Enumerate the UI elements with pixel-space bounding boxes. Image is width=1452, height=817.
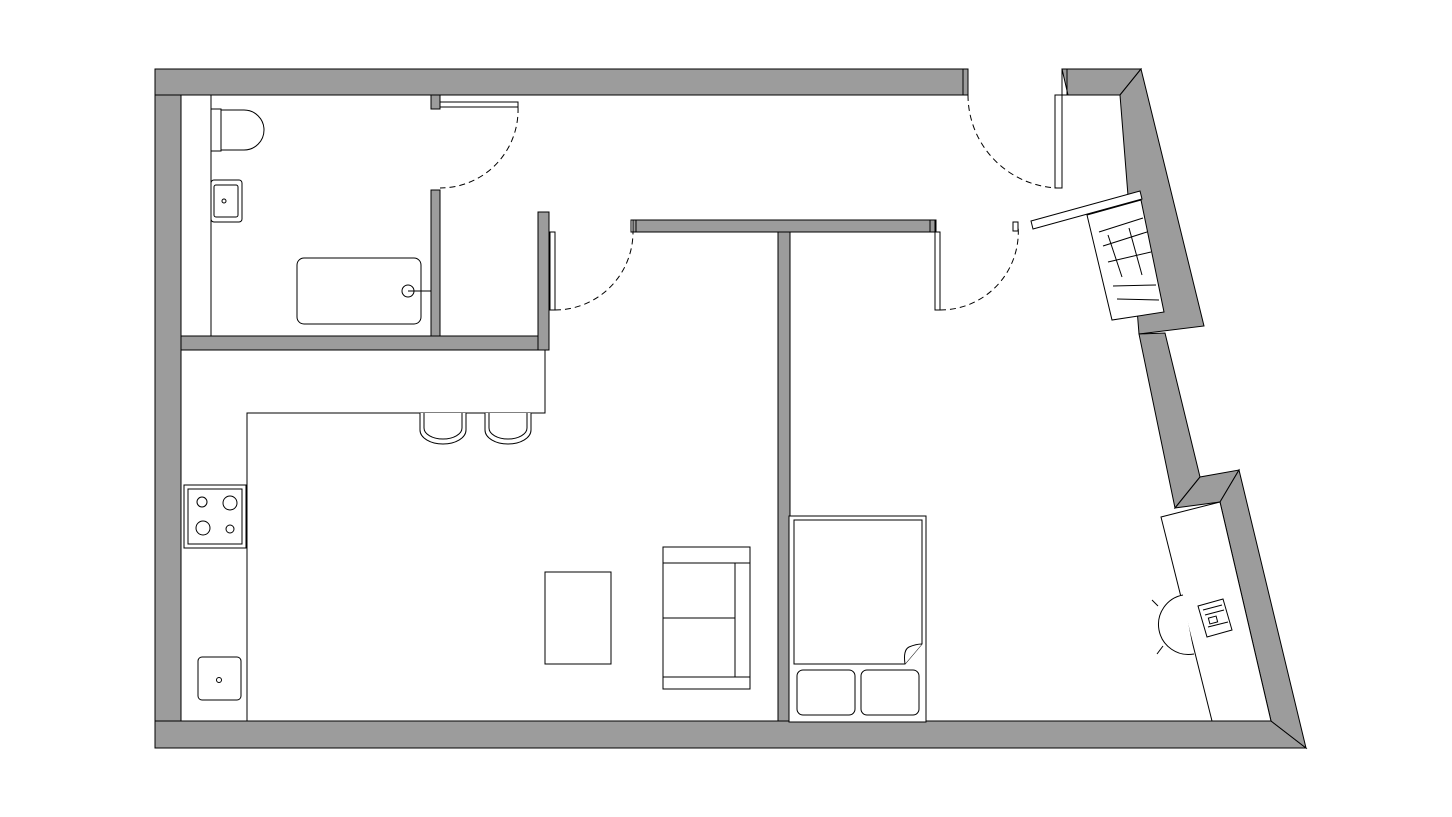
kitchen-counter	[181, 349, 546, 721]
door-swing	[439, 106, 519, 189]
hanger	[1102, 231, 1148, 247]
doors	[439, 94, 1063, 311]
burner	[196, 496, 208, 508]
door-swing	[939, 224, 1019, 311]
bathroom	[210, 95, 431, 336]
toilet-bowl	[220, 109, 265, 151]
hob-top	[187, 488, 243, 545]
outer-wall-right-middle	[1138, 332, 1201, 510]
drain	[216, 677, 222, 683]
bedroom-wall-left	[777, 231, 791, 722]
interior-walls	[180, 94, 937, 722]
entrance-door[interactable]	[967, 94, 1063, 189]
coffee-table	[544, 571, 612, 665]
bedroom	[788, 501, 1272, 723]
hanger	[1098, 217, 1144, 233]
drain	[221, 198, 227, 204]
door-jamb	[1061, 68, 1068, 96]
door-leaf	[549, 231, 556, 311]
laptop-key-row	[1204, 609, 1225, 616]
hall-wall-top	[632, 219, 937, 233]
toilet-cistern	[210, 108, 222, 152]
wardrobe	[1030, 190, 1165, 321]
bar-stool	[484, 413, 532, 445]
duvet	[793, 519, 923, 665]
hanging-rail	[1107, 234, 1123, 278]
chair-leg	[1156, 645, 1164, 655]
bathtub	[296, 257, 431, 325]
door-jamb	[962, 68, 969, 96]
burner	[222, 495, 238, 511]
kitchen-sink	[197, 656, 242, 701]
bar-stool	[419, 413, 467, 445]
stool-seat	[484, 413, 532, 445]
burner	[225, 524, 235, 534]
sofa	[662, 546, 751, 690]
entrance-hall	[1030, 190, 1165, 321]
living-door[interactable]	[549, 231, 634, 311]
laptop	[1197, 598, 1233, 638]
desk-chair	[1151, 594, 1195, 655]
door-leaf	[934, 231, 941, 311]
bathroom-wall-bottom	[180, 335, 550, 351]
toilet	[210, 108, 265, 152]
double-bed	[788, 515, 927, 723]
bedroom-door[interactable]	[934, 221, 1019, 311]
wardrobe-shelf	[1030, 190, 1143, 230]
door-leaf	[1054, 94, 1063, 189]
desk	[1151, 501, 1272, 722]
burner	[195, 520, 211, 536]
stool-seat-inner	[423, 413, 463, 440]
door-swing	[967, 94, 1061, 189]
bedroom-door-jamb	[929, 219, 936, 233]
kitchen-living	[181, 349, 751, 721]
laptop-trackpad	[1207, 615, 1219, 625]
outer-wall-top-left	[154, 68, 969, 96]
counter-outline	[181, 349, 546, 721]
hanger	[1107, 251, 1152, 263]
bathroom-door[interactable]	[439, 101, 519, 189]
hob	[183, 484, 247, 549]
laptop-key-row	[1207, 621, 1229, 628]
door-stop	[1012, 221, 1019, 232]
bathroom-partition-stub	[430, 94, 441, 110]
chair-seat	[1158, 594, 1195, 655]
door-leaf	[439, 101, 519, 108]
outer-wall-left	[154, 68, 182, 749]
pillow	[796, 669, 856, 716]
duvet-fold	[904, 643, 923, 665]
stool-seat-inner	[488, 413, 528, 440]
stool-seat	[419, 413, 467, 445]
hanger	[1116, 298, 1160, 301]
laptop-key-row	[1202, 604, 1223, 611]
hanger	[1112, 284, 1157, 287]
hall-wall-left	[537, 211, 550, 351]
door-swing	[554, 231, 634, 311]
outer-wall-bottom	[154, 720, 1308, 749]
sofa-back	[734, 562, 751, 678]
bathroom-partition	[430, 189, 441, 337]
chair-leg	[1151, 599, 1159, 607]
hanging-rail	[1128, 227, 1143, 276]
washbasin	[210, 179, 243, 223]
pillow	[860, 669, 920, 716]
